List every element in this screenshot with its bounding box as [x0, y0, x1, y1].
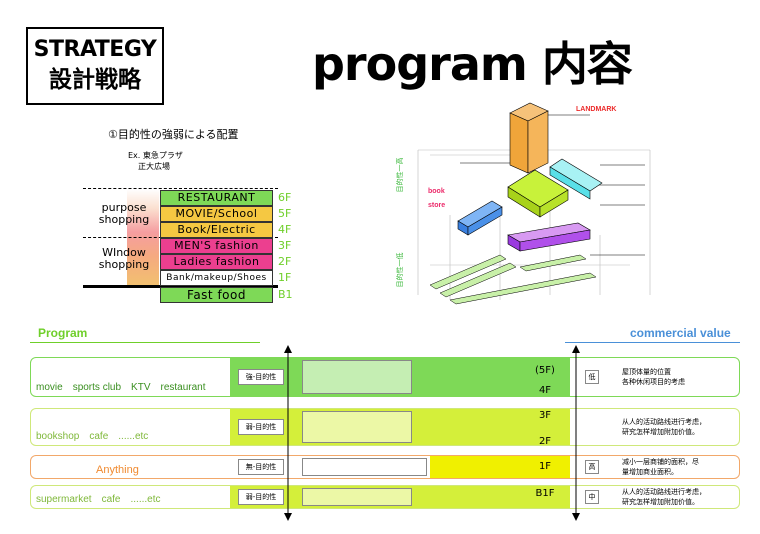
band-floor: B1F: [535, 488, 555, 499]
green-block: [507, 169, 569, 218]
vertical-label-upper: 目的性一高: [395, 158, 404, 193]
band-description: 从人的活动路线进行考虑， 研究怎样增加附加价值。: [622, 417, 706, 437]
band-floor: 1F: [538, 461, 552, 472]
activity-label: cafe: [101, 494, 121, 505]
floor-row: Book/Electric: [160, 222, 273, 238]
activity-label: sports club: [72, 382, 122, 393]
band-axes: [284, 345, 580, 521]
category-line: WIndow: [102, 246, 146, 259]
floor-level: 5F: [278, 207, 292, 220]
section-cut: [302, 360, 412, 394]
bookstore-block: [457, 200, 503, 236]
section-cut: [302, 411, 412, 443]
activity-label: Anything: [96, 464, 139, 476]
strategy-box: STRATEGY 設計戦略: [26, 27, 164, 105]
category-window-shopping: WIndow shopping: [90, 247, 158, 271]
floor-level: 6F: [278, 191, 292, 204]
divider-line: [83, 188, 278, 189]
floor-row: Fast food: [160, 287, 273, 303]
landmark-block: [509, 102, 549, 174]
description-line: 量增加商业面积。: [622, 468, 678, 476]
band-floor: (5F): [535, 365, 555, 376]
section-cut: [302, 488, 412, 506]
floor-level: 3F: [278, 239, 292, 252]
book-label: book: [428, 188, 445, 195]
band-floor: 4F: [538, 385, 552, 396]
activity-label: KTV: [131, 382, 151, 393]
axonometric-diagram: LANDMARK book store 目的性一高 目的性一低: [395, 102, 651, 305]
band-description: 减小一层商铺的面积，尽量增加商业面积。: [622, 457, 699, 477]
floor-level: 1F: [278, 271, 292, 284]
example-text: Ex. 東急プラザ 正大広場: [128, 150, 183, 172]
category-purpose-shopping: purpose shopping: [90, 202, 158, 226]
activity-label: supermarket: [36, 494, 92, 505]
band-floor: 2F: [538, 436, 552, 447]
strategy-line2: 設計戦略: [49, 67, 141, 93]
store-label: store: [428, 202, 445, 209]
commercial-heading: commercial value: [630, 326, 731, 340]
vertical-label-lower: 目的性一低: [395, 253, 404, 288]
example-line2: 正大広場: [138, 162, 170, 171]
floor-row: Ladies fashion: [160, 254, 273, 270]
band-activities: supermarket cafe ......etc: [36, 494, 171, 505]
activity-label: movie: [36, 382, 63, 393]
commercial-underline: [565, 342, 740, 343]
commercial-value-badge: 中: [585, 490, 599, 504]
page-title: program 内容: [312, 37, 633, 91]
cyan-block: [549, 158, 603, 200]
floor-row: MEN'S fashion: [160, 238, 273, 254]
ground-line: [83, 285, 278, 288]
purple-block: [507, 222, 591, 252]
description-line: 研究怎样增加附加价值。: [622, 428, 699, 436]
description-line: 屋顶体量的位置: [622, 368, 671, 376]
program-underline: [30, 342, 260, 343]
activity-label: ......etc: [118, 431, 149, 442]
purpose-level-label: 無-目的性: [238, 459, 284, 475]
section-subtitle: ①目的性の強弱による配置: [108, 128, 239, 141]
commercial-value-badge: 低: [585, 370, 599, 384]
band-description: 屋顶体量的位置各种休闲项目的考虑: [622, 367, 685, 387]
purpose-level-label: 弱-目的性: [238, 489, 284, 505]
commercial-value-badge: 高: [585, 460, 599, 474]
floor-row: MOVIE/School: [160, 206, 273, 222]
band-activities: bookshop cafe ......etc: [36, 431, 158, 442]
description-line: 从人的活动路线进行考虑，: [622, 488, 706, 496]
purpose-level-label: 強-目的性: [238, 369, 284, 385]
example-line1: Ex. 東急プラザ: [128, 151, 183, 160]
floor-level: 2F: [278, 255, 292, 268]
ground-ramps: [429, 254, 597, 305]
purpose-level-label: 弱-目的性: [238, 419, 284, 435]
activity-label: ......etc: [130, 494, 161, 505]
band-activities: movie sports club KTV restaurant: [36, 382, 216, 393]
band-floor: 3F: [538, 410, 552, 421]
category-line: purpose: [101, 201, 147, 214]
activity-label: bookshop: [36, 431, 80, 442]
floor-row: Bank/makeup/Shoes: [160, 270, 273, 286]
category-line: shopping: [98, 258, 150, 271]
section-cut: [302, 458, 427, 476]
strategy-line1: STRATEGY: [33, 37, 157, 62]
floor-level: 4F: [278, 223, 292, 236]
category-line: shopping: [98, 213, 150, 226]
band-activities: Anything: [36, 464, 149, 476]
landmark-label: LANDMARK: [576, 106, 616, 113]
description-line: 减小一层商铺的面积，尽: [622, 458, 699, 466]
band-description: 从人的活动路线进行考虑， 研究怎样增加附加价值。: [622, 487, 706, 507]
description-line: 研究怎样增加附加价值。: [622, 498, 699, 506]
activity-label: restaurant: [160, 382, 206, 393]
program-band: [30, 455, 740, 479]
program-band: [30, 485, 740, 509]
floor-row: RESTAURANT: [160, 190, 273, 206]
program-band: [30, 357, 740, 397]
description-line: 各种休闲项目的考虑: [622, 378, 685, 386]
program-heading: Program: [38, 326, 88, 340]
activity-label: cafe: [89, 431, 109, 442]
description-line: 从人的活动路线进行考虑，: [622, 418, 706, 426]
band-fill: [430, 456, 570, 478]
program-band: [30, 408, 740, 446]
floor-level: B1: [278, 288, 293, 301]
